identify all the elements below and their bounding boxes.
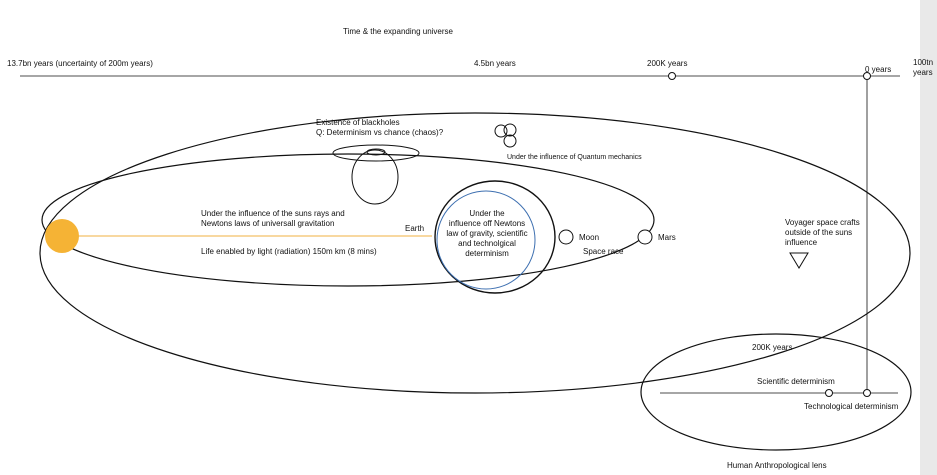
timeline-now-label: 0 years bbox=[865, 65, 892, 74]
quantum-circle-2 bbox=[503, 123, 517, 137]
blackholes-label-1: Existence of blackholes bbox=[316, 118, 400, 127]
space-race-label: Space race bbox=[583, 247, 624, 256]
quantum-circle-3 bbox=[503, 134, 517, 148]
newton-bubble-line-4: and technolgical bbox=[458, 239, 516, 248]
sun-influence-label-2: Newtons laws of universall gravitation bbox=[201, 219, 335, 228]
voyager-label-3: influence bbox=[785, 238, 818, 247]
right-margin bbox=[920, 0, 937, 475]
sun-influence-label-1: Under the influence of the suns rays and bbox=[201, 209, 345, 218]
scientific-determinism-label: Scientific determinism bbox=[757, 377, 835, 386]
outer-ellipse bbox=[39, 112, 911, 394]
human-span-label: 200K years bbox=[752, 343, 793, 352]
human-lens-ellipse bbox=[640, 333, 912, 451]
mars-label: Mars bbox=[658, 233, 676, 242]
timeline-mid-label: 4.5bn years bbox=[474, 59, 516, 68]
blackhole-body bbox=[351, 149, 399, 205]
light-label: Life enabled by light (radiation) 150m k… bbox=[201, 247, 377, 256]
newton-bubble-line-3: law of gravity, scientific bbox=[446, 229, 528, 238]
moon-icon bbox=[558, 229, 574, 245]
timeline-future-label-2: years bbox=[913, 68, 933, 77]
quantum-label: Under the influence of Quantum mechanics bbox=[507, 154, 642, 161]
blackholes-label-2: Q: Determinism vs chance (chaos)? bbox=[316, 128, 444, 137]
human-lens-label: Human Anthropological lens bbox=[727, 461, 827, 470]
timeline-marker-200k bbox=[668, 72, 676, 80]
timeline-marker-0 bbox=[863, 72, 871, 80]
newton-bubble-line-1: Under the bbox=[469, 209, 505, 218]
voyager-label-1: Voyager space crafts bbox=[785, 218, 860, 227]
timeline-future-label-1: 100tn bbox=[913, 58, 934, 67]
moon-label: Moon bbox=[579, 233, 600, 242]
technological-determinism-label: Technological determinism bbox=[804, 402, 899, 411]
sun-icon bbox=[45, 219, 79, 253]
voyager-label-2: outside of the suns bbox=[785, 228, 853, 237]
earth-orbit-ellipse bbox=[434, 180, 556, 294]
earth-label: Earth bbox=[405, 224, 425, 233]
mars-icon bbox=[637, 229, 653, 245]
diagram-title: Time & the expanding universe bbox=[343, 27, 453, 36]
timeline-human-label: 200K years bbox=[647, 59, 688, 68]
technological-marker bbox=[863, 389, 871, 397]
scientific-marker bbox=[825, 389, 833, 397]
newton-bubble-line-2: influence off Newtons bbox=[448, 219, 526, 228]
solar-system-ellipse bbox=[41, 153, 655, 287]
voyager-triangle-icon bbox=[789, 252, 809, 269]
timeline-start-label: 13.7bn years (uncertainty of 200m years) bbox=[7, 59, 153, 68]
blackhole-flat-ellipse bbox=[332, 144, 420, 162]
newton-bubble-line-5: determinism bbox=[465, 249, 509, 258]
quantum-circle-1 bbox=[494, 124, 508, 138]
newton-influence-circle bbox=[436, 190, 536, 290]
